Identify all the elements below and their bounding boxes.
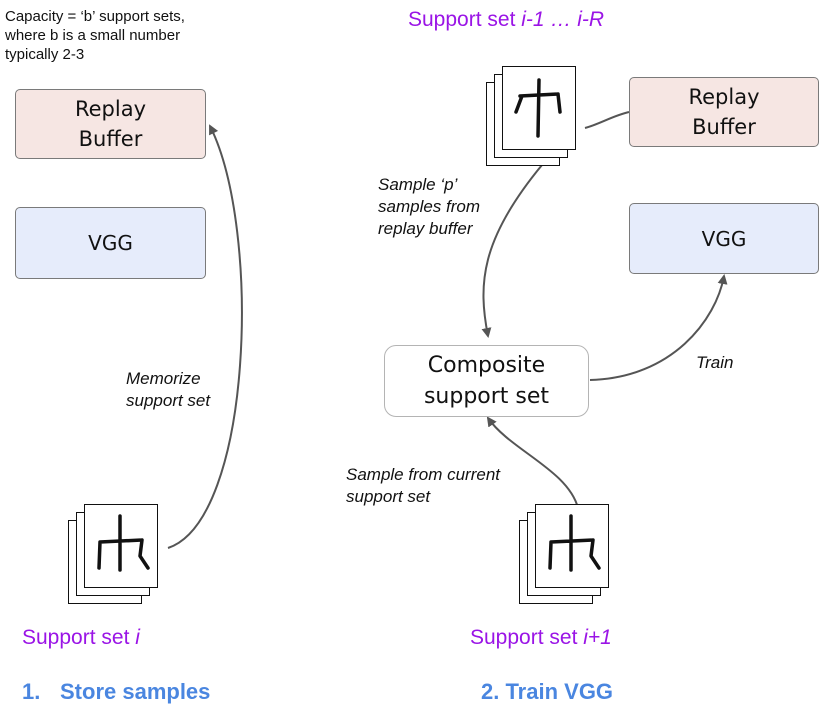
left-support-set-stack: [68, 504, 168, 609]
support-set-range: i-1 … i-R: [521, 8, 605, 31]
character-glyph-icon: [548, 514, 601, 572]
composite-support-set-box: Composite support set: [384, 345, 589, 417]
sample-p-caption: Sample ‘p’ samples from replay buffer: [378, 174, 480, 240]
support-set-label-text: Support set: [470, 626, 584, 649]
capacity-note-line: Capacity = ‘b’ support sets,: [5, 8, 185, 25]
caption-line: replay buffer: [378, 219, 473, 238]
sample-replay-arrow: [481, 164, 543, 338]
replay-buffer-line: Replay: [688, 85, 760, 109]
step-title-text: Store samples: [60, 679, 211, 704]
caption-line: Train: [696, 353, 734, 372]
support-set-label-text: Support set: [408, 8, 522, 31]
left-support-set-label: Support set i: [22, 626, 140, 650]
left-vgg-box: VGG: [15, 207, 206, 279]
composite-line: support set: [423, 384, 550, 409]
caption-line: Sample ‘p’: [378, 175, 458, 194]
right-vgg-box: VGG: [629, 203, 819, 274]
replay-buffer-line: Replay: [74, 97, 147, 121]
replay-to-stack-connector: [584, 111, 630, 129]
right-replay-stack: [486, 66, 586, 171]
vgg-label: VGG: [88, 231, 133, 255]
right-top-support-set-label: Support set i-1 … i-R: [408, 8, 604, 32]
memorize-caption: Memorize support set: [126, 368, 210, 412]
vgg-label: VGG: [701, 226, 747, 251]
left-replay-buffer: Replay Buffer: [15, 89, 206, 159]
caption-line: support set: [126, 391, 211, 410]
step-number: 1.: [22, 679, 41, 704]
step-title-text: 2. Train VGG: [481, 679, 614, 704]
character-glyph-icon: [97, 514, 150, 572]
train-caption: Train: [696, 352, 733, 374]
support-set-label-text: Support set: [22, 626, 136, 649]
capacity-note-line: where b is a small number: [5, 27, 181, 44]
replay-buffer-line: Buffer: [78, 127, 143, 151]
sample-current-caption: Sample from current support set: [346, 464, 500, 508]
support-set-index: i+1: [583, 626, 612, 649]
step-1-title: 1. Store samples: [22, 679, 210, 705]
caption-line: samples from: [378, 197, 481, 216]
capacity-note-line: typically 2-3: [5, 46, 85, 63]
sample-current-arrow: [486, 416, 579, 509]
caption-line: Memorize: [126, 369, 201, 388]
support-set-index: i: [135, 626, 140, 649]
character-glyph-icon: [514, 78, 562, 138]
capacity-note: Capacity = ‘b’ support sets, where b is …: [5, 7, 185, 64]
caption-line: support set: [346, 487, 431, 506]
step-2-title: 2. Train VGG: [481, 679, 613, 705]
right-support-set-label: Support set i+1: [470, 626, 612, 650]
memorize-arrow: [167, 124, 243, 549]
replay-buffer-line: Buffer: [692, 115, 756, 139]
train-arrow: [589, 274, 728, 381]
right-current-support-set-stack: [519, 504, 619, 609]
right-replay-buffer: Replay Buffer: [629, 77, 819, 147]
caption-line: Sample from current: [346, 465, 500, 484]
composite-line: Composite: [427, 353, 546, 378]
